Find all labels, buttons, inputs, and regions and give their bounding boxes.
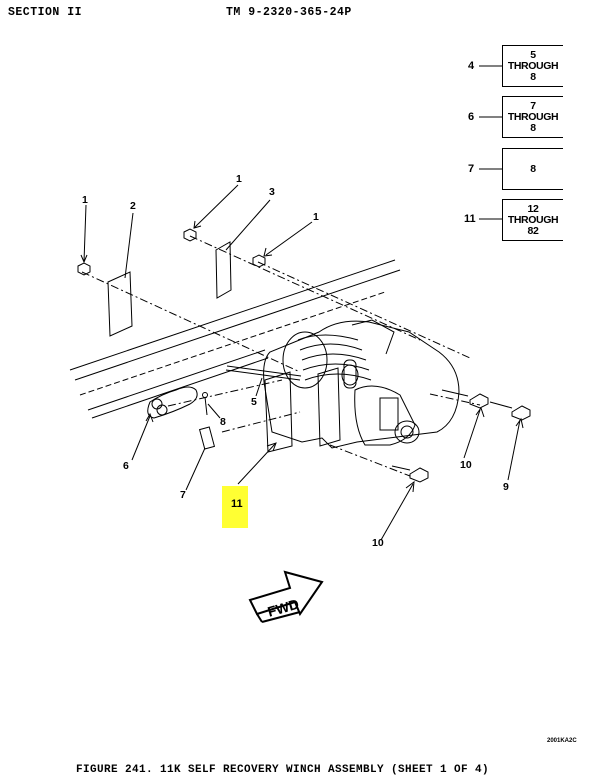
callout-number: 10	[460, 459, 472, 471]
callout-number: 1	[236, 173, 242, 185]
fwd-arrow	[248, 570, 324, 623]
reference-box: 8	[502, 148, 563, 190]
ref-line: 8	[530, 121, 536, 134]
callout-number: 7	[180, 489, 186, 501]
figure-caption: FIGURE 241. 11K SELF RECOVERY WINCH ASSE…	[76, 764, 490, 776]
ref-item-number: 7	[468, 163, 475, 175]
ref-line: 82	[527, 224, 539, 237]
callout-number: 1	[82, 194, 88, 206]
reference-box: 7 THROUGH 8	[502, 96, 563, 138]
ref-line: THROUGH	[507, 213, 559, 226]
reference-box: 12 THROUGH 82	[502, 199, 563, 241]
callout-number: 2	[130, 200, 136, 212]
callout-number: 8	[220, 416, 226, 428]
section-header: SECTION II	[8, 6, 83, 19]
ref-line: 5	[530, 48, 536, 61]
ref-line: 8	[530, 162, 536, 175]
callout-number: 1	[313, 211, 319, 223]
callout-number: 3	[269, 186, 275, 198]
ref-line: 8	[530, 70, 536, 83]
ref-line: 12	[527, 202, 539, 215]
ref-item-number: 11	[464, 213, 476, 225]
callout-number: 5	[251, 396, 257, 408]
art-code: 2001KA2C	[547, 738, 577, 744]
tm-number: TM 9-2320-365-24P	[226, 6, 352, 19]
ref-item-number: 6	[468, 111, 475, 123]
ref-line: THROUGH	[507, 59, 559, 72]
ref-line: 7	[530, 99, 536, 112]
callout-highlight	[222, 486, 248, 528]
ref-item-number: 4	[468, 60, 475, 72]
ref-line: THROUGH	[507, 110, 559, 123]
callout-number: 9	[503, 481, 509, 493]
callout-number: 6	[123, 460, 129, 472]
reference-box: 5 THROUGH 8	[502, 45, 563, 87]
callout-number: 10	[372, 537, 384, 549]
highlighted-callout-number: 11	[231, 498, 243, 510]
